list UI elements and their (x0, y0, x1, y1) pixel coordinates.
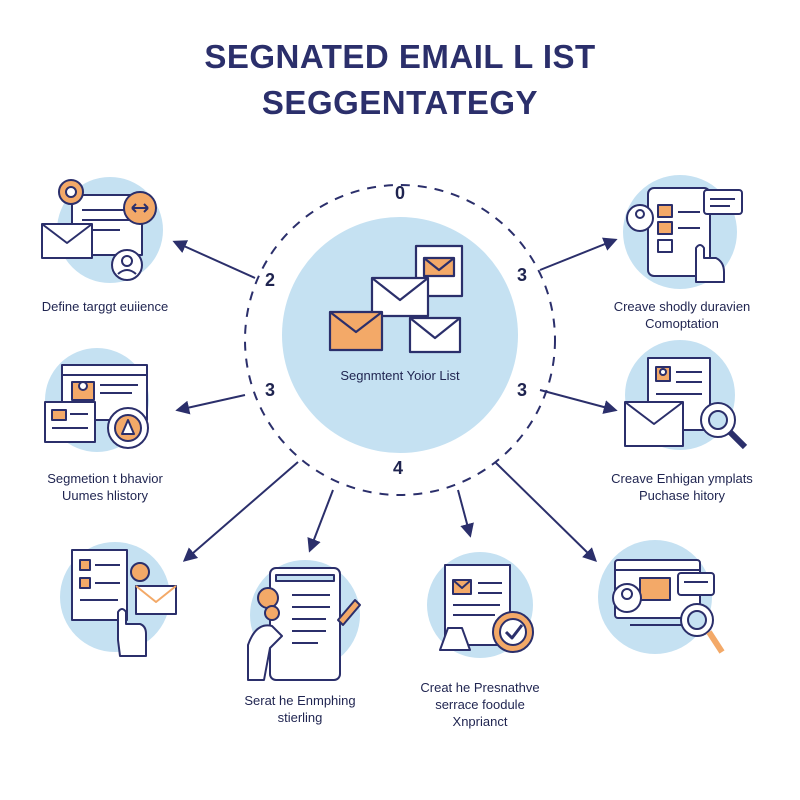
node-label-top-right: Creave shodly duravien Comoptation (582, 298, 782, 332)
arrow-top-right (539, 237, 618, 271)
node-label-mid-right-line2: Puchase hitory (639, 488, 725, 503)
node-label-top-right-line1: Creave shodly duravien (613, 299, 751, 314)
node-label-bot-center-right: Creat he Presnathve serrace foodule Xnpr… (380, 679, 580, 730)
mobile-document-icon (247, 567, 361, 681)
number-right-mid: 3 (516, 380, 527, 400)
node-label-bot-center-right-line1: Creat he Presnathve (420, 680, 540, 695)
number-bottom: 4 (392, 458, 403, 478)
title-line-1: SEGNATED EMAIL L IST (204, 38, 596, 75)
node-label-mid-left-line2: Uumes hlistory (62, 488, 148, 503)
tablet-touch-icon (626, 187, 743, 283)
node-label-bot-center-left-line2: stierling (277, 710, 323, 725)
arrow-mid-left (175, 394, 246, 415)
number-right-upper: 3 (516, 265, 527, 285)
node-label-top-left: Define targgt euiience (5, 298, 205, 315)
email-magnifier-icon (624, 357, 748, 450)
email-audience-icon (41, 179, 157, 281)
document-check-icon (439, 564, 534, 653)
node-label-bot-center-right-line2: serrace foodule (435, 697, 525, 712)
number-left-mid: 3 (264, 380, 275, 400)
number-left-upper: 2 (264, 270, 275, 290)
node-label-bot-center-right-line3: Xnprianct (452, 714, 508, 729)
center-circle (282, 217, 518, 453)
arrow-mid-right (539, 389, 618, 414)
monitor-search-icon (612, 559, 725, 654)
center-envelopes-icon (328, 244, 464, 354)
node-label-top-left-line1: Define targgt euiience (41, 299, 169, 314)
node-label-bot-center-left: Serat he Enmphing stierling (200, 692, 400, 726)
node-label-mid-left-line1: Segmetion t bhavior (47, 471, 163, 486)
title-line-2: SEGGENTATEGY (261, 84, 539, 121)
dashed-ring (244, 184, 556, 496)
center-label: Segnmtent Yoior List (340, 368, 460, 383)
node-label-bot-center-left-line1: Serat he Enmphing (244, 693, 356, 708)
number-top: 0 (394, 183, 405, 203)
arrow-bot-center-left (307, 489, 334, 553)
arrow-top-left (172, 240, 256, 279)
node-label-top-right-line2: Comoptation (645, 316, 719, 331)
node-label-mid-right: Creave Enhigan ymplats Puchase hitory (582, 470, 782, 504)
node-label-mid-right-line1: Creave Enhigan ymplats (611, 471, 753, 486)
arrow-bot-right (494, 461, 597, 562)
arrow-bot-left (182, 461, 299, 562)
checklist-click-icon (71, 549, 177, 657)
arrow-bot-center-right (457, 489, 474, 538)
browser-gear-icon (44, 364, 149, 449)
node-label-mid-left: Segmetion t bhavior Uumes hlistory (5, 470, 205, 504)
